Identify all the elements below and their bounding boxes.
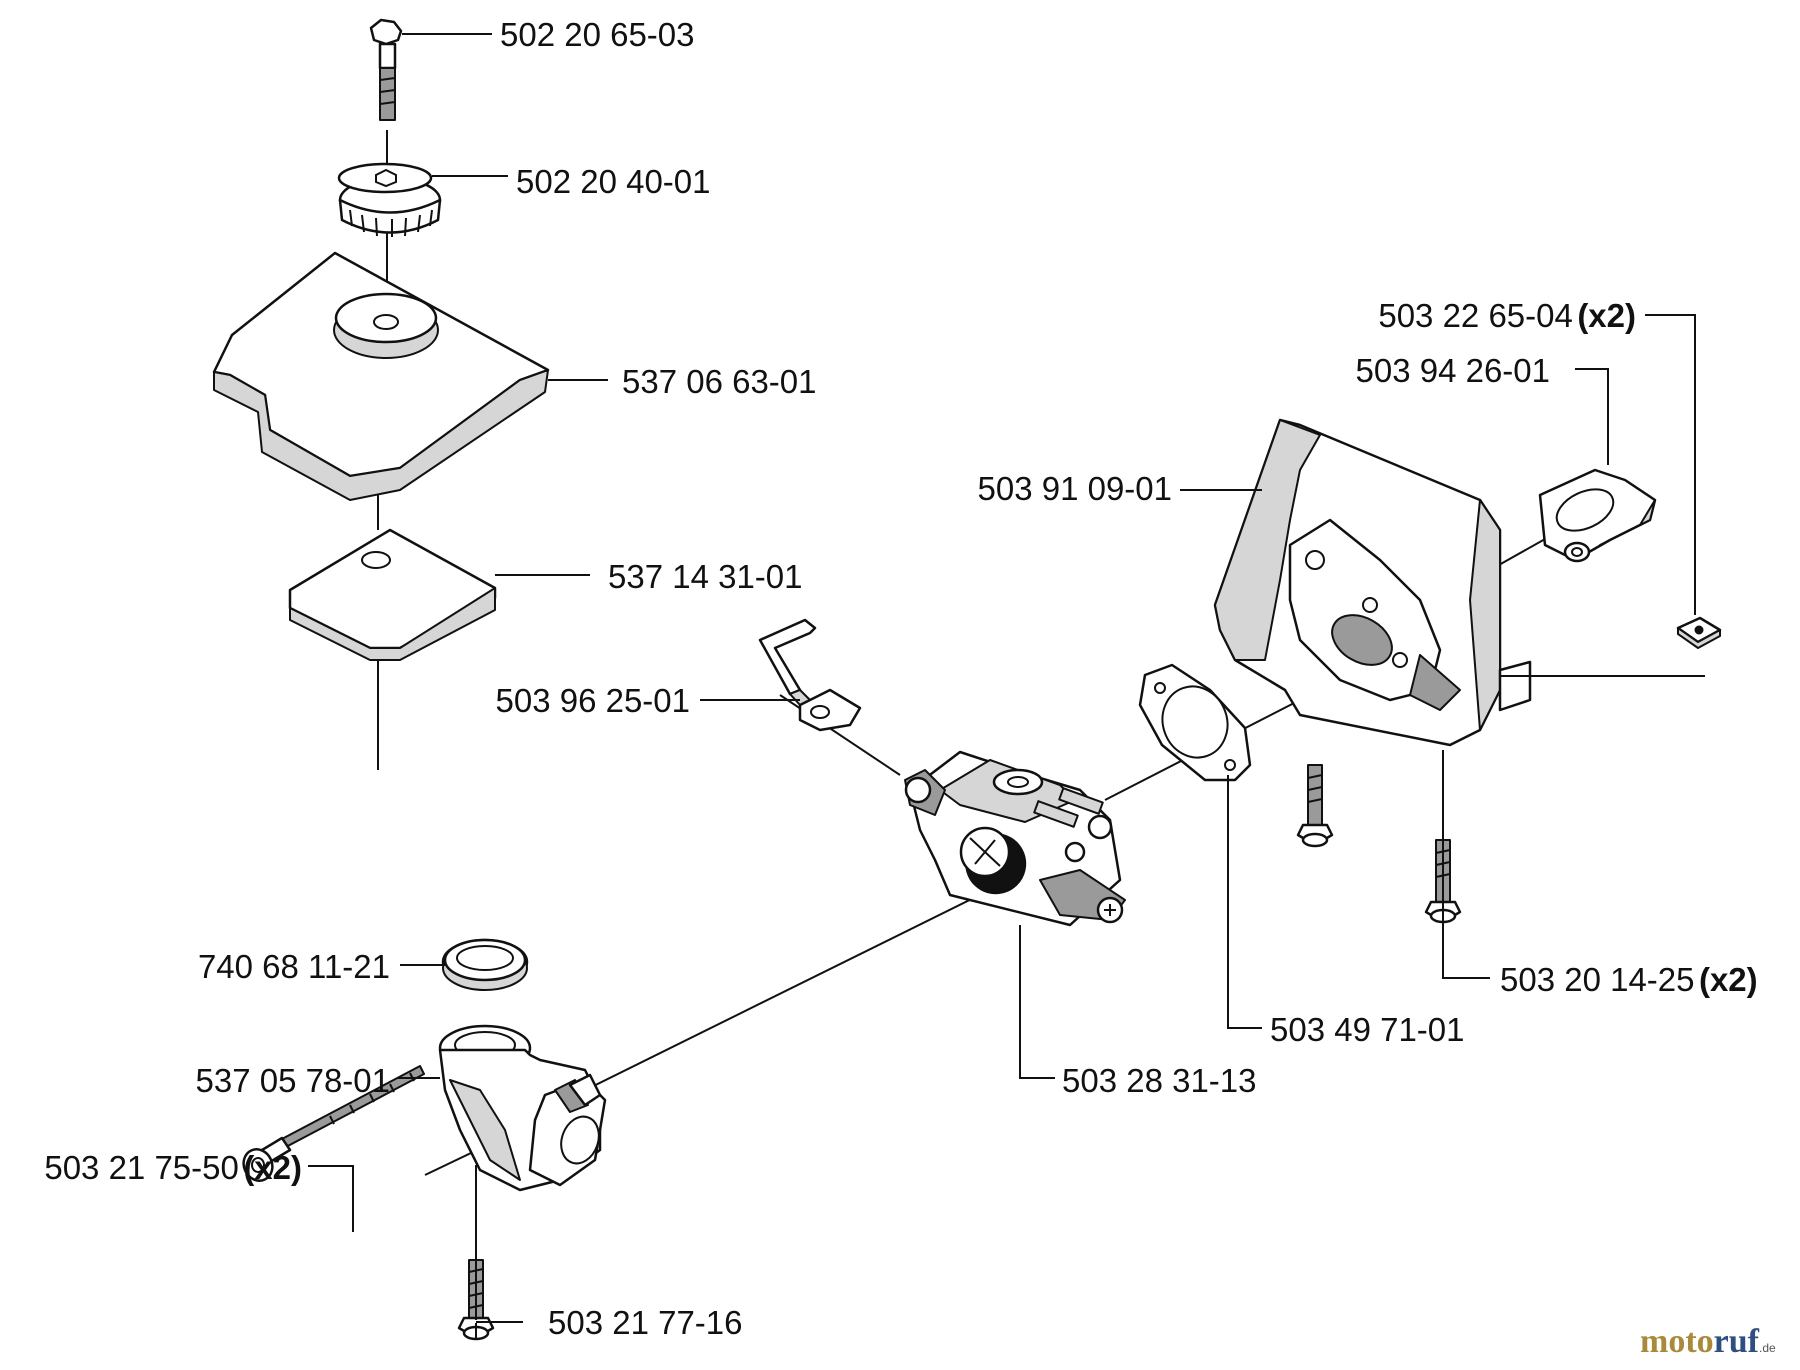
gasket-503-49-71-01 [1138, 663, 1252, 782]
bracket-503-91-09-01 [1213, 418, 1532, 747]
label-537-06-63-01: 537 06 63-01 [622, 363, 817, 400]
choke-lever-503-96-25-01 [758, 618, 862, 732]
label-503-49-71-01: 503 49 71-01 [1270, 1011, 1465, 1048]
screws-503-20-14-25 [1296, 764, 1462, 924]
label-537-05-78-01: 537 05 78-01 [195, 1062, 390, 1099]
ring-740-68-11-21 [441, 938, 529, 991]
label-502-20-65-03: 502 20 65-03 [500, 16, 695, 53]
label-503-21-77-16: 503 21 77-16 [548, 1304, 743, 1341]
label-502-20-40-01: 502 20 40-01 [516, 163, 711, 200]
cover-537-06-63-01 [212, 251, 550, 501]
knob-502-20-40-01 [337, 162, 442, 237]
filter-537-14-31-01 [288, 528, 497, 661]
label-503-21-75-50: 503 21 75-50 (x2) [44, 1149, 302, 1186]
label-537-14-31-01: 537 14 31-01 [608, 558, 803, 595]
choke-cover-503-94-26-01 [1538, 468, 1657, 563]
motoruf-watermark: motoruf.de [1640, 1323, 1776, 1360]
label-740-68-11-21: 740 68 11-21 [198, 948, 390, 985]
intake-537-05-78-01 [438, 1024, 607, 1192]
leader-lines [308, 33, 1705, 1340]
label-503-96-25-01: 503 96 25-01 [495, 682, 690, 719]
carburetor-503-28-31-13 [904, 750, 1126, 927]
svg-text:motoruf.de: motoruf.de [1640, 1323, 1776, 1360]
label-503-20-14-25: 503 20 14-25 (x2) [1500, 961, 1758, 998]
long-bolt-503-21-75-50 [242, 1065, 425, 1182]
part-labels: 502 20 65-03 502 20 40-01 537 06 63-01 5… [44, 16, 1757, 1341]
label-503-22-65-04: 503 22 65-04 (x2) [1378, 297, 1636, 334]
label-503-91-09-01: 503 91 09-01 [977, 470, 1172, 507]
label-503-94-26-01: 503 94 26-01 [1355, 352, 1550, 389]
nut-503-22-65-04 [1676, 616, 1722, 649]
adjust-screws [1033, 787, 1113, 863]
bolt-502-20-65-03 [369, 18, 403, 121]
label-503-28-31-13: 503 28 31-13 [1062, 1062, 1257, 1099]
